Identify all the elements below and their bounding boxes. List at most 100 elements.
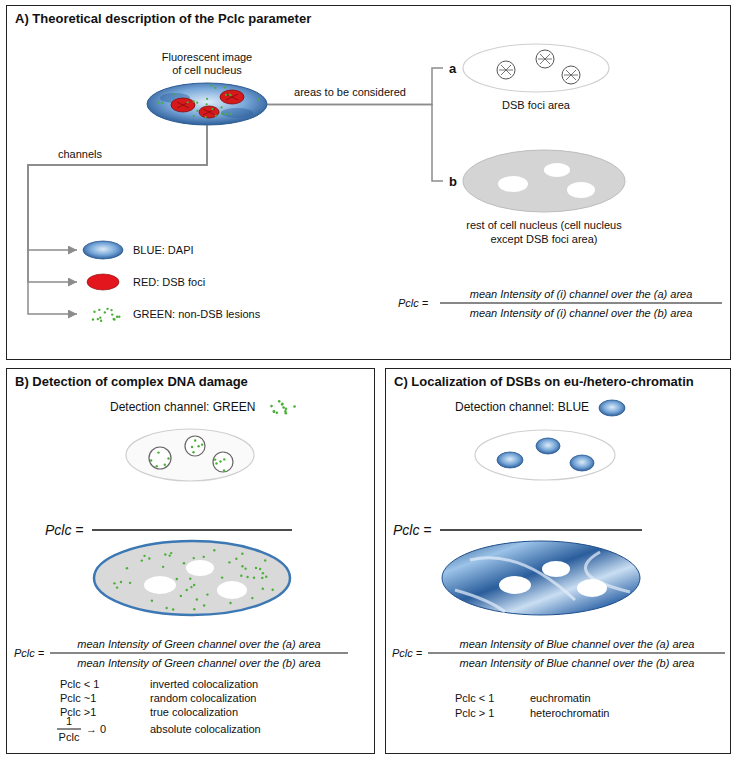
foci-hole <box>499 576 531 594</box>
label-text: 1 <box>66 715 72 728</box>
panel-b-figure <box>94 400 296 615</box>
channel-item: RED: DSB foci <box>77 272 205 292</box>
focus-circle <box>149 447 171 469</box>
area-row: a <box>443 42 611 94</box>
lesion-dot <box>190 586 192 588</box>
lesion-dot <box>262 572 264 574</box>
lesion-dot <box>157 102 159 104</box>
lesion-dot <box>241 553 243 555</box>
label-text: Detection channel: GREEN <box>110 401 255 415</box>
focus-hatch <box>538 54 552 64</box>
connector <box>267 104 443 181</box>
lesion-dot <box>116 316 118 318</box>
connector <box>28 125 207 282</box>
lesion-dot <box>143 555 145 557</box>
fraction-bar <box>440 303 722 304</box>
lesion-dot <box>205 116 207 118</box>
channel-name: BLUE: DAPI <box>133 244 194 256</box>
lesion-dot <box>193 557 195 559</box>
fraction-bar <box>50 653 348 654</box>
area-diagram: aDSB foci area <box>443 42 611 112</box>
lesion-dot <box>196 102 198 104</box>
channel-item: GREEN: non-DSB lesions <box>77 304 260 324</box>
lesion-dot <box>255 567 257 569</box>
lesion-dot <box>265 576 267 578</box>
nucleus-shape <box>145 81 269 127</box>
lesion-dot <box>276 411 279 414</box>
chromatin-streak <box>221 108 253 118</box>
rest-area-outline <box>442 541 640 615</box>
lesion-dot <box>213 549 215 551</box>
lesion-dot <box>261 577 263 579</box>
lesion-dot <box>282 406 285 409</box>
lesion-dot <box>191 446 193 448</box>
label-text: euchromatin <box>530 692 591 705</box>
lesion-dot <box>150 459 152 461</box>
focus-circle <box>185 436 205 456</box>
panel-c-figure <box>442 400 640 615</box>
lesion-dot <box>259 568 261 570</box>
foci-hole <box>186 560 214 576</box>
lesion-dot <box>244 567 246 569</box>
lesion-dot <box>129 582 131 584</box>
lesion-dot <box>203 556 205 558</box>
formula-text: mean Intensity of (i) channel over the (… <box>470 307 693 320</box>
lesion-dot <box>278 400 281 403</box>
label-text: Pclc >1 <box>60 706 96 719</box>
fraction-bar <box>428 653 725 654</box>
dapi-icon <box>599 400 625 416</box>
formula-text: Pclc = <box>398 297 428 310</box>
label-text: true colocalization <box>150 706 238 719</box>
fraction-bar <box>57 729 81 730</box>
lesion-dot <box>273 410 276 413</box>
lesion-dot <box>151 600 153 602</box>
label-text: Pclc < 1 <box>455 692 494 705</box>
panel-title: B) Detection of complex DNA damage <box>7 369 374 394</box>
focus-circle <box>213 452 233 472</box>
lesion-dot <box>281 402 284 405</box>
lesion-dot <box>164 553 166 555</box>
lesion-dot <box>157 451 159 453</box>
lesion-dot <box>220 107 222 109</box>
lesion-dot <box>194 439 196 441</box>
lesion-dot <box>197 445 199 447</box>
foci-area-outline <box>475 430 615 480</box>
nucleus-outline <box>147 83 267 125</box>
lesion-dot <box>156 465 158 467</box>
lesion-dot <box>214 458 216 460</box>
connector <box>28 125 207 314</box>
dapi-focus <box>570 455 594 471</box>
focus-circle <box>536 50 554 68</box>
focus-circle <box>562 66 580 84</box>
lesion-dot <box>169 554 171 556</box>
lesion-dot <box>228 561 230 563</box>
lesion-dot <box>229 602 231 604</box>
label-text: inverted colocalization <box>150 678 258 691</box>
lesion-dot <box>165 607 167 609</box>
lesion-dot <box>240 575 242 577</box>
lesion-dot <box>281 403 284 406</box>
label-text: Pclc <box>59 731 80 744</box>
area-caption: DSB foci area <box>461 98 611 112</box>
lesion-dot <box>116 586 118 588</box>
channel-name: RED: DSB foci <box>133 276 205 288</box>
label-text: Detection channel: BLUE <box>455 401 589 415</box>
rest-area-outline <box>94 541 290 615</box>
image-caption: Fluorescent image of cell nucleus <box>157 51 257 77</box>
formula-text: mean Intensity of Blue channel over the … <box>460 638 695 651</box>
foci-hole <box>498 176 528 192</box>
channel-item: BLUE: DAPI <box>77 240 194 260</box>
channel-icon <box>81 272 125 292</box>
connector-label: areas to be considered <box>294 86 406 99</box>
lesion-dot <box>183 562 185 564</box>
area-diagram: brest of cell nucleus (cell nucleus exce… <box>443 148 627 247</box>
focus-hatch <box>564 70 578 80</box>
dapi-focus <box>536 438 560 454</box>
area-shape <box>461 148 627 214</box>
lesion-dot <box>148 557 150 559</box>
lesion-dot <box>210 85 212 87</box>
foci-hole <box>577 579 607 597</box>
lesion-dot <box>215 462 217 464</box>
lesion-dot <box>187 102 189 104</box>
lesion-dot <box>193 608 195 610</box>
